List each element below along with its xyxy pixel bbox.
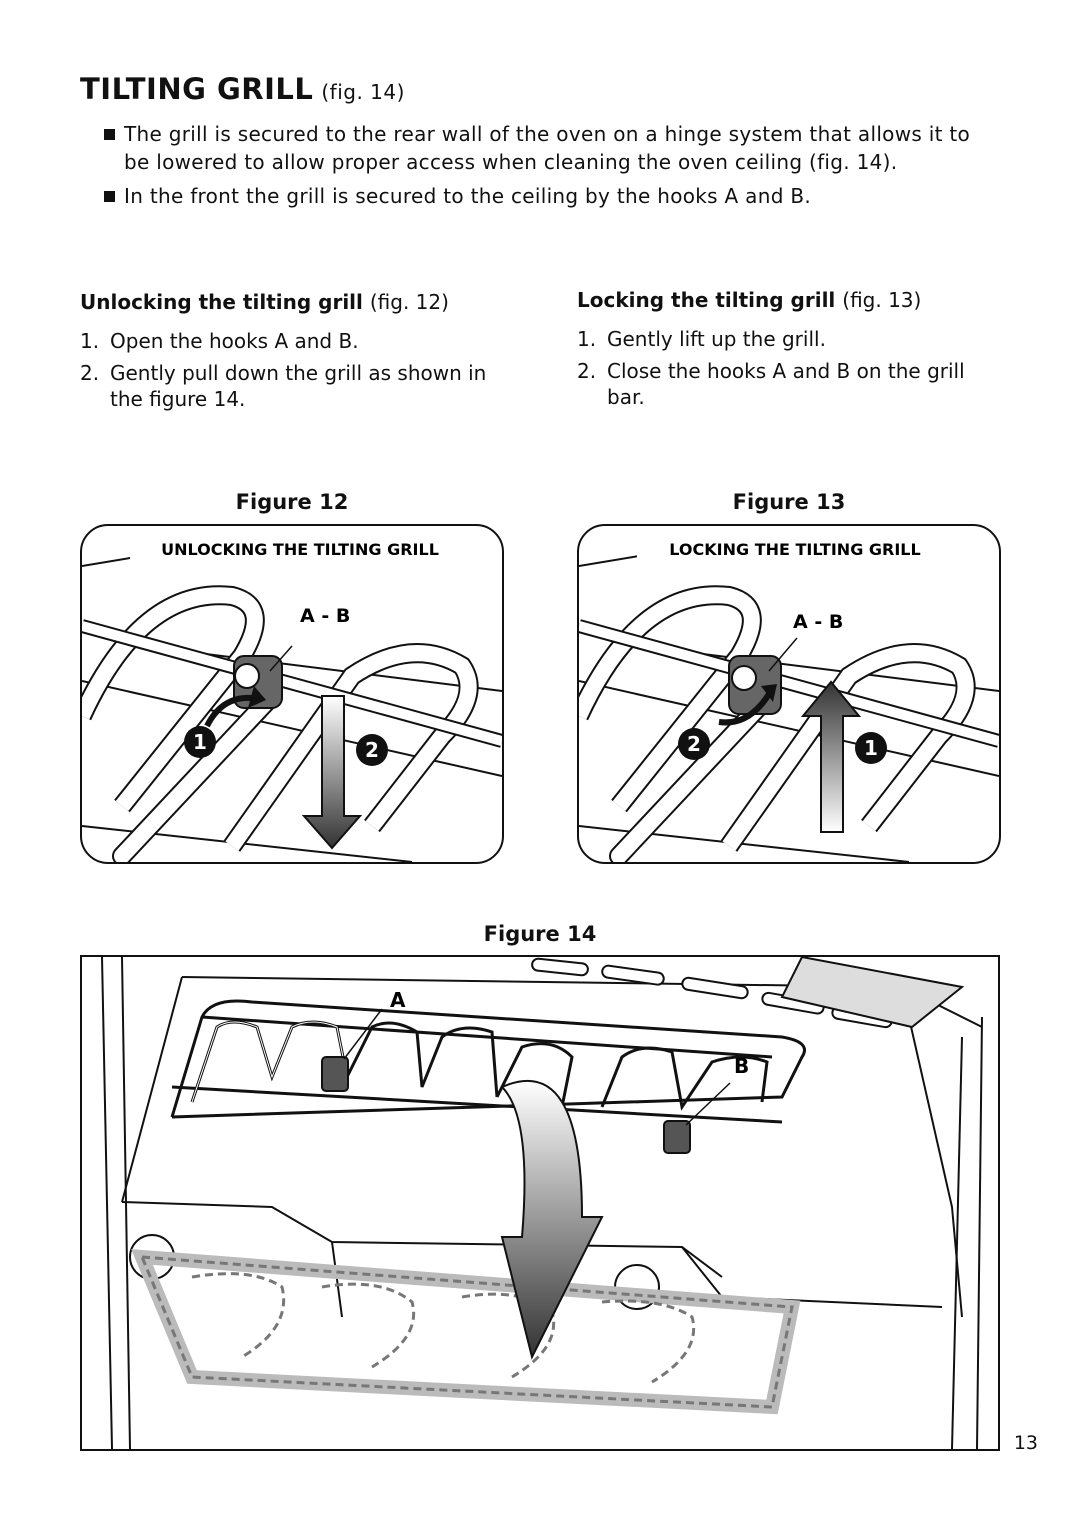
step2-badge xyxy=(356,734,388,766)
figure14-panel: A B xyxy=(80,955,1000,1451)
step-number: 2. xyxy=(80,361,100,385)
unlocking-heading: Unlocking the tilting grill (fig. 12) xyxy=(80,290,510,314)
list-item: 1. Gently lift up the grill. xyxy=(577,326,1007,352)
page-title: TILTING GRILL (fig. 14) xyxy=(80,72,405,106)
step-text: Open the hooks A and B. xyxy=(110,329,359,353)
step2-badge xyxy=(678,728,710,760)
up-arrow-icon xyxy=(800,680,862,833)
locking-heading: Locking the tilting grill (fig. 13) xyxy=(577,288,1007,312)
label-a: A xyxy=(390,988,406,1012)
step1-label: 1 xyxy=(864,736,878,760)
figure13-panel: 2 1 A - B LOCKING THE TILTING GRILL xyxy=(577,524,1001,864)
bullet-text: In the front the grill is secured to the… xyxy=(124,184,812,208)
unlocking-steps: 1. Open the hooks A and B. 2. Gently pull … xyxy=(80,328,510,412)
step1-badge xyxy=(855,732,887,764)
figure13-illustration: 2 1 A - B LOCKING THE TILTING GRILL xyxy=(579,534,999,862)
step-text: Close the hooks A and B on the grill bar… xyxy=(607,359,965,409)
list-item: 1. Open the hooks A and B. xyxy=(80,328,510,354)
title-text: TILTING GRILL xyxy=(80,72,314,106)
unlocking-fig-ref: (fig. 12) xyxy=(369,290,449,314)
step-number: 1. xyxy=(577,327,597,351)
step-text: Gently lift up the grill. xyxy=(607,327,826,351)
step-number: 2. xyxy=(577,359,597,383)
bullet-item: In the front the grill is secured to the… xyxy=(100,182,1000,210)
lowered-grill xyxy=(131,1249,801,1415)
hook-label: A - B xyxy=(300,605,350,627)
page-number: 13 xyxy=(1013,1432,1038,1454)
locking-steps: 1. Gently lift up the grill. 2. Close the … xyxy=(577,326,1007,410)
step1-badge xyxy=(184,726,216,758)
bullet-text: The grill is secured to the rear wall of… xyxy=(124,122,971,174)
figure14-illustration: A B xyxy=(101,957,983,1449)
hook-a-icon xyxy=(321,1056,349,1092)
bullet-square-icon xyxy=(104,191,115,202)
bullet-item: The grill is secured to the rear wall of… xyxy=(100,120,1000,176)
locking-fig-ref: (fig. 13) xyxy=(842,288,922,312)
title-fig-ref: (fig. 14) xyxy=(321,80,405,104)
locking-section: Locking the tilting grill (fig. 13) 1. Ge… xyxy=(577,288,1007,416)
intro-bullets: The grill is secured to the rear wall of… xyxy=(100,120,1000,216)
panel-title: LOCKING THE TILTING GRILL xyxy=(669,540,920,559)
bullet-square-icon xyxy=(104,129,115,140)
step2-label: 2 xyxy=(365,738,379,762)
figure12-illustration: 1 2 A - B UNLOCKING THE TILTING GRILL xyxy=(82,534,502,862)
unlocking-section: Unlocking the tilting grill (fig. 12) 1.… xyxy=(80,290,510,418)
figure13-caption: Figure 13 xyxy=(732,490,846,514)
panel-title: UNLOCKING THE TILTING GRILL xyxy=(161,540,439,559)
hook-label: A - B xyxy=(793,611,843,633)
step-number: 1. xyxy=(80,329,100,353)
step1-label: 1 xyxy=(193,730,207,754)
figure14-caption: Figure 14 xyxy=(483,922,597,946)
list-item: 2. Gently pull down the grill as shown in… xyxy=(80,360,510,412)
step-text: Gently pull down the grill as shown in t… xyxy=(110,361,487,411)
down-arrow-icon xyxy=(500,1080,604,1360)
figure12-caption: Figure 12 xyxy=(235,490,349,514)
list-item: 2. Close the hooks A and B on the grill b… xyxy=(577,358,1007,410)
down-arrow-icon xyxy=(301,695,363,850)
label-b: B xyxy=(734,1054,749,1078)
step2-label: 2 xyxy=(687,732,701,756)
locking-heading-text: Locking the tilting grill xyxy=(577,288,836,312)
hook-b-icon xyxy=(663,1120,691,1154)
figure12-panel: 1 2 A - B UNLOCKING THE TILTING GRILL xyxy=(80,524,504,864)
unlocking-heading-text: Unlocking the tilting grill xyxy=(80,290,363,314)
